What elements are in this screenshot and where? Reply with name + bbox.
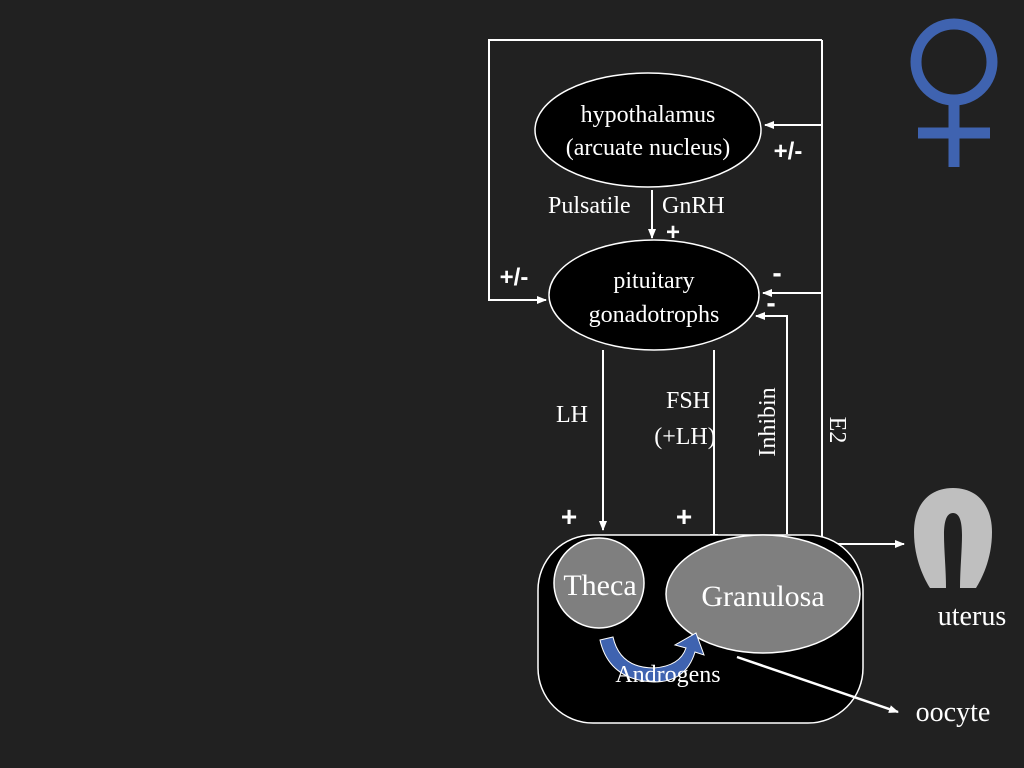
oocyte-arrow xyxy=(736,655,899,714)
granulosa-cell: Granulosa xyxy=(665,534,861,654)
fsh-granulosa-sign: + xyxy=(676,501,692,532)
hypothalamus-node: hypothalamus (arcuate nucleus) xyxy=(534,72,762,188)
fsh-sublabel: (+LH) xyxy=(654,424,716,450)
loop-pituitary-sign: +/- xyxy=(500,264,529,291)
female-symbol-icon xyxy=(910,18,998,167)
uterus-label: uterus xyxy=(938,601,1006,632)
hypothalamus-label: hypothalamus xyxy=(581,102,716,128)
inhibin-label: Inhibin xyxy=(755,387,781,456)
gnrh-label: GnRH xyxy=(662,193,725,219)
pulsatile-label: Pulsatile xyxy=(548,193,631,219)
lh-theca-sign: + xyxy=(561,501,577,532)
e2-label: E2 xyxy=(824,417,850,444)
gnrh-sign: + xyxy=(666,219,680,246)
fsh-label: FSH xyxy=(666,388,710,414)
inhibin-arrow xyxy=(755,312,788,534)
pituitary-node: pituitary gonadotrophs xyxy=(548,239,760,351)
curved-arrow-icon xyxy=(599,632,705,683)
e2-pituitary-sign: - xyxy=(772,257,781,288)
theca-label: Theca xyxy=(563,569,636,602)
theca-cell: Theca xyxy=(553,537,645,629)
uterus-icon xyxy=(914,488,992,588)
pituitary-sublabel: gonadotrophs xyxy=(589,302,720,328)
androgens-label: Androgens xyxy=(615,662,720,688)
pituitary-label: pituitary xyxy=(613,268,694,294)
e2-hypothalamus-sign: +/- xyxy=(774,138,803,165)
outer-feedback-line xyxy=(488,39,822,304)
oocyte-label: oocyte xyxy=(916,697,991,728)
granulosa-label: Granulosa xyxy=(701,580,824,613)
hypothalamus-sublabel: (arcuate nucleus) xyxy=(566,135,731,161)
lh-label: LH xyxy=(556,402,588,428)
inhibin-pituitary-sign: - xyxy=(766,287,775,318)
